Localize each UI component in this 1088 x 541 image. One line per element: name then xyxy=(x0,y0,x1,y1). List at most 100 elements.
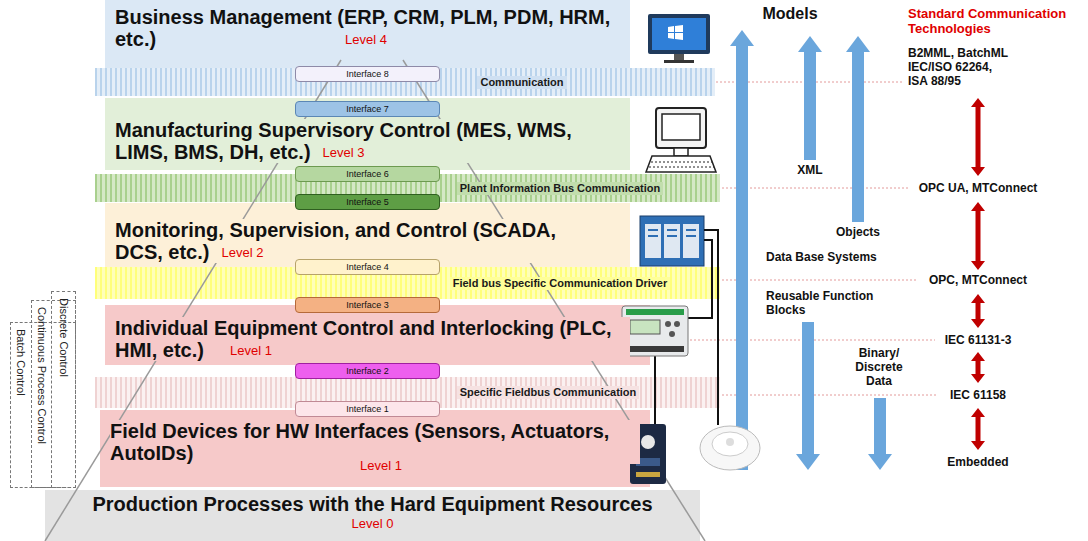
plc-button xyxy=(665,321,671,327)
interface-label: Interface 4 xyxy=(346,262,389,273)
model-arrow xyxy=(846,36,870,222)
interface-label: Interface 8 xyxy=(346,69,389,80)
leader-line xyxy=(722,188,908,189)
model-label: XML xyxy=(780,163,840,177)
label-slot: IEC 61158 xyxy=(898,388,1058,402)
model-label: Reusable Function Blocks xyxy=(766,289,894,317)
control-type-label: Continuous Process Control xyxy=(35,307,48,444)
terminal-keys xyxy=(649,162,714,167)
level-band: Business Management (ERP, CRM, PLM, PDM,… xyxy=(105,0,630,68)
dcs-detail xyxy=(648,230,696,236)
label-slot: Embedded xyxy=(898,455,1058,469)
label-slot: XML xyxy=(780,163,840,177)
interface-label: Interface 2 xyxy=(346,366,389,377)
level-number: Level 0 xyxy=(352,516,394,531)
signal-wire xyxy=(688,240,712,318)
label-slot: OPC UA, MTConnect xyxy=(898,181,1058,195)
model-label: Objects xyxy=(823,225,893,239)
standard-label: Embedded xyxy=(898,455,1058,469)
label-slot: Models xyxy=(745,5,835,23)
interface-label: Interface 7 xyxy=(346,104,389,115)
double-arrow xyxy=(971,352,985,383)
double-arrow xyxy=(971,202,985,270)
label-slot: Reusable Function Blocks xyxy=(766,289,894,317)
axis-heading: Models xyxy=(745,5,835,23)
terminal-screen xyxy=(662,114,700,140)
monitor-base xyxy=(664,60,694,63)
label-slot: Standard Communication Technologies xyxy=(908,6,1080,36)
leader-line xyxy=(722,280,918,281)
sensor-pins xyxy=(636,472,660,477)
interface-label: Interface 5 xyxy=(346,197,389,208)
interface-box: Interface 8 xyxy=(295,66,440,82)
plc-terminals xyxy=(626,309,684,315)
level-band: Monitoring, Supervision, and Control (SC… xyxy=(105,203,630,267)
label-slot: IEC 61131-3 xyxy=(898,333,1058,347)
double-arrow xyxy=(971,98,985,176)
monitor-frame xyxy=(648,14,710,54)
model-arrow xyxy=(730,30,754,470)
level-number: Level 1 xyxy=(360,458,402,473)
pyramid-edge xyxy=(45,60,341,541)
label-slot: Binary/ Discrete Data xyxy=(850,346,908,388)
control-type-box: Discrete Control xyxy=(51,291,76,488)
pyramid-edge xyxy=(403,60,705,541)
monitor-screen xyxy=(652,18,706,50)
signal-wire xyxy=(654,356,656,424)
model-arrow xyxy=(798,36,822,160)
bus-label: Field bus Specific Communication Driver xyxy=(450,277,671,290)
sensor-chip xyxy=(636,458,660,466)
leader-line xyxy=(722,395,938,396)
standard-label: B2MML, BatchML IEC/ISO 62264, ISA 88/95 xyxy=(908,46,1013,88)
column-heading: Standard Communication Technologies xyxy=(908,6,1080,36)
dcs-panel xyxy=(640,216,704,266)
interface-box: Interface 3 xyxy=(295,297,440,313)
model-arrow xyxy=(868,398,892,470)
standard-label: OPC UA, MTConnect xyxy=(898,181,1058,195)
plc-module xyxy=(622,306,688,356)
interface-box: Interface 5 xyxy=(295,194,440,210)
interface-box: Interface 6 xyxy=(295,166,440,182)
process-band: Production Processes with the Hard Equip… xyxy=(45,490,700,541)
label-slot: Data Base Systems xyxy=(766,250,901,264)
label-slot: B2MML, BatchML IEC/ISO 62264, ISA 88/95 xyxy=(908,46,1013,88)
detector-dome xyxy=(700,426,760,470)
bus-label: Plant Information Bus Communication xyxy=(457,182,663,195)
monitor-logo xyxy=(668,25,683,40)
sensor-board xyxy=(630,424,666,484)
control-type-label: Batch Control xyxy=(14,329,27,396)
plc-button xyxy=(674,321,680,327)
level-title: Field Devices for HW Interfaces (Sensors… xyxy=(110,420,640,464)
label-slot: Objects xyxy=(823,225,893,239)
level-title: Individual Equipment Control and Interlo… xyxy=(115,317,630,361)
interface-box: Interface 7 xyxy=(295,101,440,117)
double-arrow xyxy=(971,408,985,450)
terminal-case xyxy=(656,108,706,148)
detector-lens xyxy=(726,438,734,446)
level-title: Monitoring, Supervision, and Control (SC… xyxy=(115,219,580,263)
standard-label: IEC 61158 xyxy=(898,388,1058,402)
interface-label: Interface 1 xyxy=(346,404,389,415)
level-number: Level 1 xyxy=(230,343,272,358)
bus-label: Communication xyxy=(477,76,566,89)
detector-ring xyxy=(712,432,748,456)
control-type-label: Discrete Control xyxy=(57,298,70,377)
level-number: Level 2 xyxy=(221,245,263,260)
terminal-keyboard xyxy=(646,156,716,172)
level-band: Individual Equipment Control and Interlo… xyxy=(105,305,650,365)
interface-label: Interface 3 xyxy=(346,300,389,311)
level-band: Field Devices for HW Interfaces (Sensors… xyxy=(100,410,650,487)
label-slot: OPC, MTConnect xyxy=(898,273,1058,287)
model-label: Binary/ Discrete Data xyxy=(850,346,908,388)
plc-terminals xyxy=(626,346,684,352)
level-title: Production Processes with the Hard Equip… xyxy=(92,493,652,515)
monitor-stand xyxy=(674,54,684,60)
plc-display xyxy=(630,320,660,334)
plc-button xyxy=(669,331,675,337)
level-number: Level 4 xyxy=(345,32,387,47)
terminal-neck xyxy=(674,148,688,156)
standard-label: OPC, MTConnect xyxy=(898,273,1058,287)
bus-label: Specific Fieldbus Communication xyxy=(457,386,640,399)
sensor-element xyxy=(641,435,655,449)
